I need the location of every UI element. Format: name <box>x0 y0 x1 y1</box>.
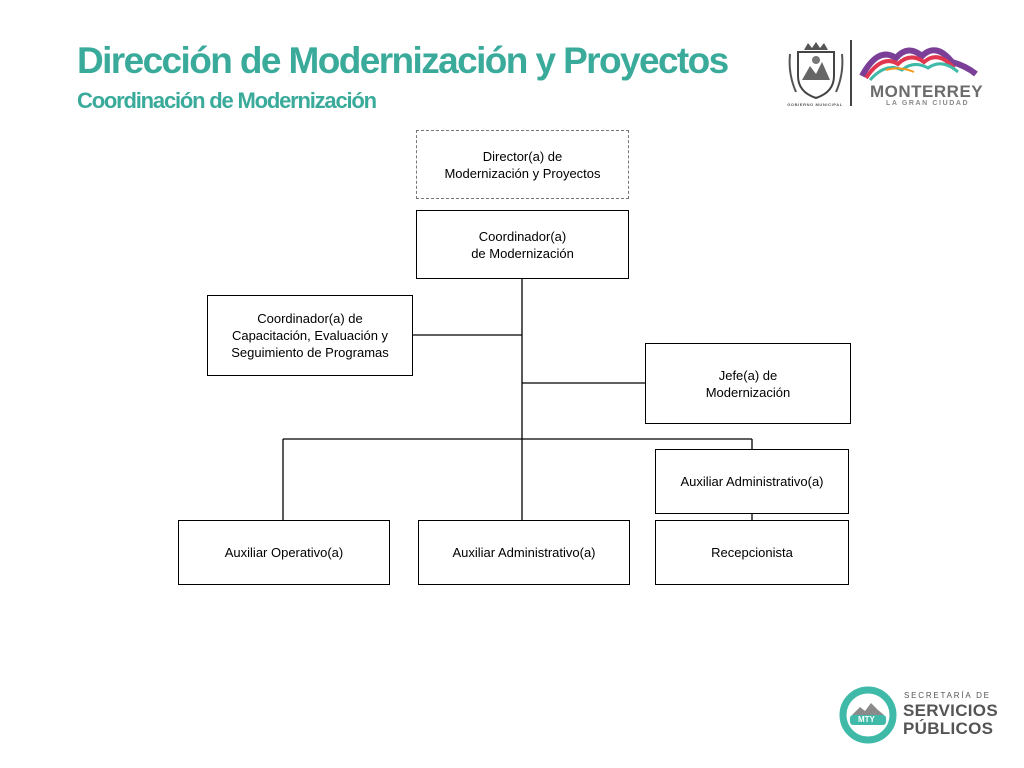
director-box: Director(a) de Modernización y Proyectos <box>416 130 629 199</box>
sp-mountains <box>852 703 884 715</box>
page-title: Dirección de Modernización y Proyectos <box>77 40 729 81</box>
shield-right-ornament <box>835 53 844 93</box>
escudo-caption: GOBIERNO MUNICIPAL <box>787 102 843 107</box>
sp-ring <box>839 686 897 744</box>
coordinador-capacitacion-box: Coordinador(a) de Capacitación, Evaluaci… <box>207 295 413 376</box>
auxiliar-operativo-box: Auxiliar Operativo(a) <box>178 520 390 585</box>
logo-divider <box>850 40 852 106</box>
sp-badge-text: MTY <box>858 715 875 724</box>
sp-servicios-text: SERVICIOS <box>903 701 998 720</box>
recepcionista-box: Recepcionista <box>655 520 849 585</box>
auxiliar-administrativo-right-box: Auxiliar Administrativo(a) <box>655 449 849 514</box>
monterrey-tagline: LA GRAN CIUDAD <box>886 100 970 107</box>
jefe-modernizacion-box: Jefe(a) de Modernización <box>645 343 851 424</box>
shield-crown <box>804 42 828 50</box>
shield-left-ornament <box>788 53 797 93</box>
monterrey-logo <box>859 47 978 82</box>
mty-ribbon-green <box>868 62 959 82</box>
shield-sun <box>812 56 820 64</box>
sp-publicos-text: PÚBLICOS <box>903 719 994 738</box>
servicios-publicos-logo <box>839 686 897 744</box>
mty-ribbon-red <box>864 55 956 80</box>
mty-ribbon-orange <box>885 67 915 73</box>
coordinador-modernizacion-box: Coordinador(a) de Modernización <box>416 210 629 279</box>
sp-band <box>850 715 886 725</box>
mty-ribbon-purple <box>859 47 978 78</box>
municipal-shield-logo <box>788 42 844 100</box>
page-subtitle: Coordinación de Modernización <box>77 88 377 113</box>
shield-mountain <box>802 62 830 80</box>
monterrey-wordmark: MONTERREY <box>870 82 984 101</box>
auxiliar-administrativo-center-box: Auxiliar Administrativo(a) <box>418 520 630 585</box>
sp-secretaria-text: SECRETARÍA DE <box>904 691 991 700</box>
